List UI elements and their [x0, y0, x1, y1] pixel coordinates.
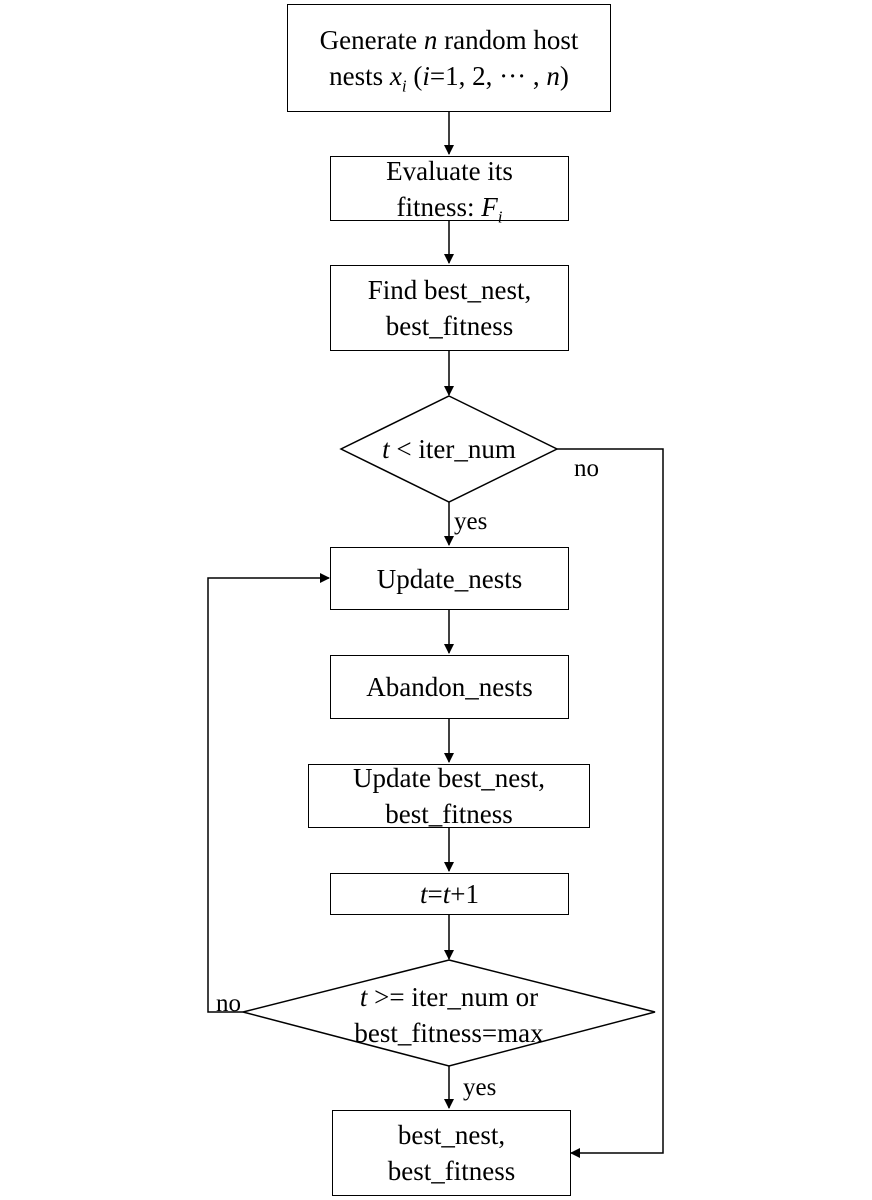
increment-eq: = [427, 879, 443, 909]
evaluate-line2: fitness: Fi [386, 189, 513, 225]
init-var-n2: n [546, 61, 560, 91]
init-line1-prefix: Generate [319, 25, 424, 55]
edge-label-stop-yes: yes [463, 1074, 497, 1101]
init-close-paren: ) [559, 61, 569, 91]
init-open-paren: ( [406, 61, 423, 91]
init-line2-prefix: nests [329, 61, 390, 91]
find-best-line2: best_fitness [385, 311, 514, 341]
init-line1: Generate n random host [320, 22, 579, 58]
init-line2: nests xi (i=1, 2, ··· , n) [320, 58, 579, 94]
init-var-x: x [389, 61, 402, 91]
increment-label: t=t+1 [420, 876, 479, 912]
init-line1-suffix: random host [437, 25, 579, 55]
find-best-line1: Find best_nest, [367, 275, 532, 305]
init-var-i: i [422, 61, 430, 91]
edge-label-stop-no: no [216, 990, 241, 1017]
check-stop-label: t >= iter_num or best_fitness=max [309, 979, 589, 1051]
init-range: =1, 2, ··· , [429, 61, 547, 91]
check-iter-label: t < iter_num [349, 431, 549, 467]
abandon-nests-label: Abandon_nests [366, 672, 533, 702]
check-iter-var-t: t [382, 434, 390, 464]
update-nests-box: Update_nests [330, 547, 569, 610]
edge-label-iter-yes: yes [454, 508, 488, 535]
evaluate-sub-i: i [497, 206, 503, 226]
output-line1: best_nest, [397, 1120, 506, 1150]
increment-var-t2: t [442, 879, 451, 909]
increment-plus-one: +1 [450, 879, 479, 909]
init-nests-box: Generate n random host nests xi (i=1, 2,… [287, 4, 611, 112]
update-best-box: Update best_nest, best_fitness [308, 763, 590, 829]
evaluate-line2-prefix: fitness: [396, 191, 482, 222]
arrow-iter-no-to-output [557, 448, 664, 1158]
evaluate-fitness-box: Evaluate its fitness: Fi [330, 155, 569, 225]
edge-label-iter-no: no [574, 455, 599, 482]
check-stop-line2: best_fitness=max [354, 1018, 544, 1048]
evaluate-var-f: F [481, 191, 498, 222]
arrow-stop-no-loopback [207, 573, 330, 1013]
output-line2: best_fitness [387, 1156, 516, 1186]
find-best-box: Find best_nest, best_fitness [330, 265, 569, 351]
increment-var-t1: t [420, 879, 428, 909]
check-stop-var-t: t [359, 982, 368, 1012]
update-best-line1: Update best_nest, [353, 763, 545, 793]
check-stop-line1: t >= iter_num or [309, 979, 589, 1015]
output-box: best_nest, best_fitness [332, 1110, 571, 1196]
init-var-n: n [423, 25, 438, 55]
update-nests-label: Update_nests [376, 563, 523, 594]
evaluate-line1: Evaluate its [386, 155, 513, 186]
check-iter-condition: < iter_num [389, 434, 516, 464]
abandon-nests-box: Abandon_nests [330, 655, 569, 719]
update-best-line2: best_fitness [385, 799, 513, 829]
increment-box: t=t+1 [330, 873, 569, 915]
check-stop-line1-rest: >= iter_num or [367, 982, 539, 1012]
init-sub-i: i [401, 76, 407, 96]
